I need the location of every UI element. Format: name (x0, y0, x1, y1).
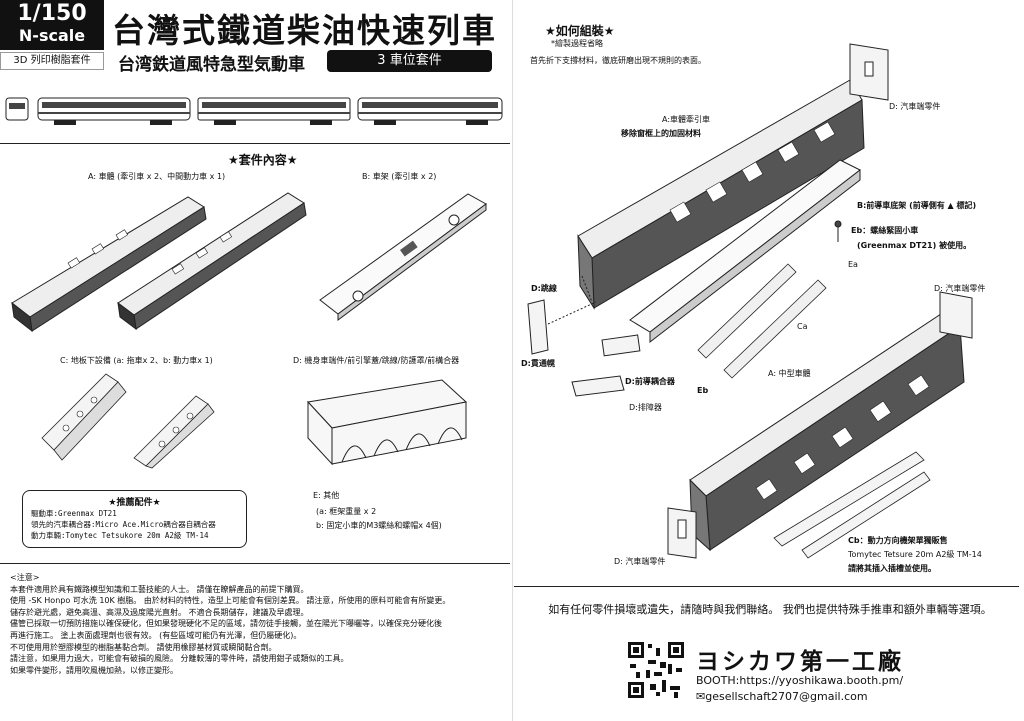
recommended-line: 驅動車:Greenmax DT21 (31, 509, 117, 518)
kit-badge: 3 車位套件 (327, 50, 492, 72)
label-cb3: 請將其插入插槽並使用。 (848, 564, 936, 573)
label-eb1: Eb：螺絲緊固小車 (851, 226, 919, 235)
part-e-label: E: 其他 (313, 491, 340, 500)
label-d-jumper: D:跳線 (531, 284, 557, 293)
label-d2: D: 汽車端零件 (934, 284, 986, 293)
divider (0, 563, 510, 564)
chassis-illustration (319, 193, 487, 321)
qr-code-icon[interactable] (628, 642, 684, 698)
label-d1: D: 汽車端零件 (889, 102, 941, 111)
notes-section: <注意> 本套件適用於具有鐵路模型知識和工藝技能的人士。 請僅在瞭解產品的前提下… (10, 572, 500, 676)
part-d-label: D: 機身車端件/前引擎蓋/跳線/防護罩/前構合器 (293, 356, 460, 365)
note-line: 請注意，如果用力過大，可能會有破損的風險。 分離較薄的零件時，請使用鉗子或類似的… (10, 654, 349, 664)
part-e-b-label: b: 固定小車的M3螺絲和螺帽x 4個) (316, 521, 442, 530)
divider (0, 143, 510, 144)
divider (514, 586, 1019, 587)
note-line: 如果零件變形，請用吹風機加熱，以修正變形。 (10, 665, 178, 675)
label-a1b: 移除窗框上的加固材料 (621, 129, 701, 138)
contact-message: 如有任何零件損壞或遺失，請隨時與我們聯絡。 我們也提供特殊手推車和額外車輛等選項… (548, 603, 992, 616)
label-cb1: Cb：動力方向機架單獨販售 (848, 536, 948, 545)
assembly-note: 首先折下支撐材料，徹底研磨出現不規則的表面。 (530, 56, 706, 65)
scale-badge: 1/150 N-scale (0, 0, 104, 50)
email-link[interactable]: ✉gesellschaft2707@gmail.com (696, 690, 868, 703)
page-subtitle: 台湾鉄道風特急型気動車 (118, 55, 305, 75)
assembly-note: *繪製過程省略 (551, 39, 603, 48)
label-ca: Ca (797, 322, 808, 331)
assembly-title: ★如何組裝★ (545, 24, 615, 38)
label-b: B:前導車底架 (前導側有 ▲ 標記) (857, 201, 977, 210)
gauge-text: N-scale (18, 26, 86, 45)
recommended-line: 動力車輛:Tomytec Tetsukore 20m A2級 TM-14 (31, 531, 209, 540)
label-d-coupler: D:前導耦合器 (625, 377, 675, 386)
scale-text: 1/150 (17, 1, 87, 26)
part-c-label: C: 地板下設備 (a: 拖車x 2、b: 動力車x 1) (60, 356, 213, 365)
note-line: 本套件適用於具有鐵路模型知識和工藝技能的人士。 請僅在瞭解產品的前提下購買。 (10, 584, 309, 594)
exploded-assembly-illustration (527, 43, 973, 559)
underfloor-equipment-illustration (41, 373, 215, 469)
label-d-plow: D:排障器 (629, 403, 662, 412)
booth-link[interactable]: BOOTH:https://yyoshikawa.booth.pm/ (696, 674, 904, 687)
label-ea: Ea (848, 260, 858, 269)
part-b-label: B: 車架 (牽引車 x 2) (362, 172, 437, 181)
note-line: 不可使用用於塑膠模型的樹脂基黏合劑。 請使用橡膠基材質或瞬間黏合劑。 (10, 642, 277, 652)
part-e-a-label: (a: 框架重量 x 2 (316, 507, 377, 516)
notes-title: <注意> (10, 573, 40, 582)
label-cb2: Tomytec Tetsure 20m A2級 TM-14 (848, 550, 982, 559)
part-a-label: A: 車體 (牽引車 x 2、中間動力車 x 1) (88, 172, 226, 181)
vertical-divider (512, 0, 513, 721)
note-line: 再進行施工。 塗上表面處理劑也很有效。 (有些區域可能仍有光澤，但仍屬硬化)。 (10, 630, 302, 640)
label-a2: A: 中型車體 (768, 369, 811, 378)
end-parts-illustration (307, 379, 468, 466)
label-eb: Eb (697, 386, 709, 395)
page-title: 台灣式鐵道柴油快速列車 (112, 11, 497, 50)
contents-title: ★套件內容★ (228, 153, 298, 167)
brand-name: ヨシカワ第一工廠 (696, 649, 904, 675)
note-line: 儘管已採取一切預防措施以確保硬化，但如果發現硬化不足的區域，請勿徒手接觸，並在陽… (10, 619, 442, 629)
recommended-line: 領先的汽車耦合器:Micro Ace.Micro耦合器自耦合器 (31, 520, 216, 529)
label-a1: A:車體牽引車 (662, 115, 711, 124)
recommended-title: ★推薦配件★ (108, 498, 161, 508)
label-eb2: (Greenmax DT21) 被使用。 (857, 241, 972, 250)
note-line: 儲存於避光處，避免高溫、高濕及過度陽光直射。 不適合長期儲存，建議及早處理。 (10, 607, 309, 617)
recommended-parts-box: ★推薦配件★ 驅動車:Greenmax DT21 領先的汽車耦合器:Micro … (22, 490, 247, 548)
car-body-illustration (11, 192, 307, 333)
label-d3: D: 汽車端零件 (614, 557, 666, 566)
kit-type: 3D 列印樹脂套件 (0, 52, 104, 70)
note-line: 使用 -SK Honpo 可水洗 10K 樹脂。 由於材料的特性，造型上可能會有… (10, 596, 451, 606)
label-d-passage: D:貫通幌 (521, 359, 555, 368)
train-side-view (5, 97, 503, 125)
